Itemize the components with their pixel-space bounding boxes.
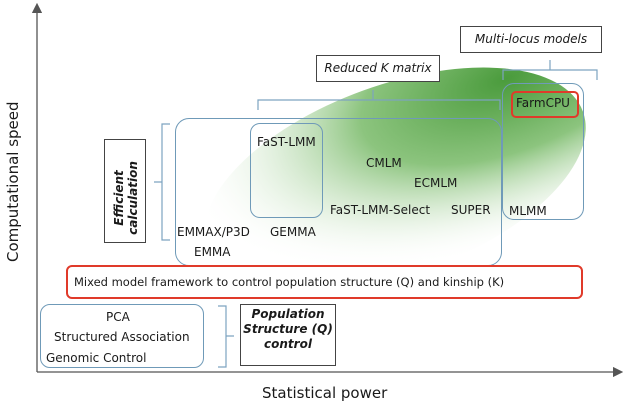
efficient-methods-box — [175, 118, 502, 266]
framework-box — [66, 265, 583, 299]
multi-locus-box — [502, 83, 584, 220]
efficient-calculation-text: Efficient calculation — [112, 161, 140, 235]
farmcpu-highlight — [511, 91, 579, 118]
method-pca: PCA — [106, 310, 130, 324]
method-ecmlm: ECMLM — [414, 176, 458, 190]
population-brace — [218, 305, 234, 368]
framework-text: Mixed model framework to control populat… — [74, 275, 505, 289]
fast-lmm-box — [250, 123, 323, 218]
population-structure-label: Population Structure (Q) control — [240, 304, 336, 366]
method-genomic-control: Genomic Control — [46, 351, 147, 365]
method-emmax: EMMAX/P3D — [177, 225, 250, 239]
y-axis-label: Computational speed — [4, 101, 22, 262]
method-fast-lmm: FaST-LMM — [257, 135, 316, 149]
reduced-k-label: Reduced K matrix — [316, 55, 440, 82]
multi-locus-label: Multi-locus models — [460, 26, 602, 53]
method-gemma: GEMMA — [270, 225, 316, 239]
reduced-k-brace — [257, 90, 501, 110]
method-emma: EMMA — [194, 245, 231, 259]
x-axis-label: Statistical power — [262, 384, 388, 402]
method-cmlm: CMLM — [366, 156, 402, 170]
method-structured-association: Structured Association — [54, 330, 190, 344]
multi-locus-brace — [502, 60, 598, 80]
method-super: SUPER — [451, 203, 491, 217]
method-farmcpu: FarmCPU — [516, 96, 570, 110]
efficient-brace — [154, 123, 170, 241]
method-mlmm: MLMM — [509, 204, 547, 218]
efficient-calculation-label: Efficient calculation — [104, 139, 146, 243]
method-fast-lmm-select: FaST-LMM-Select — [330, 203, 431, 217]
population-methods-box — [40, 304, 204, 368]
